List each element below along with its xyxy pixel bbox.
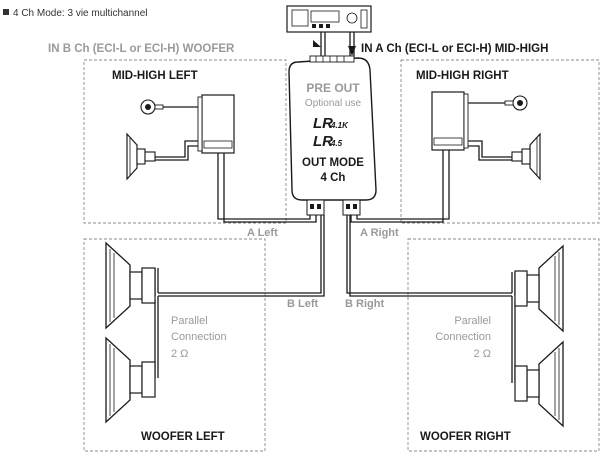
channels-label: 4 Ch: [321, 172, 346, 184]
diagram-title: 4 Ch Mode: 3 vie multichannel: [13, 8, 148, 19]
woofer-left-top-icon: [105, 241, 156, 330]
zone-boxes: [83, 59, 600, 452]
woofer-right-top-icon: [514, 244, 564, 333]
woofer-left-note-line3: 2 Ω: [171, 348, 188, 360]
woofer-left-note-line1: Parallel: [171, 315, 208, 327]
woofer-wires: [154, 215, 516, 383]
arrow-right-input: [348, 46, 356, 56]
output-a-left-label: A Left: [247, 227, 278, 239]
zone-mid-high-right: [400, 59, 600, 224]
zone-title-woofer-left: WOOFER LEFT: [141, 431, 225, 443]
zone-title-mid-high-right: MID-HIGH RIGHT: [416, 70, 509, 82]
mid-high-right-wires: [350, 102, 512, 223]
zone-woofer-left: [83, 238, 266, 452]
amplifier: PRE OUT Optional use LR 4.1K LR 4.5 OUT …: [288, 55, 377, 216]
zone-title-woofer-right: WOOFER RIGHT: [420, 431, 511, 443]
woofer-left-note-line2: Connection: [171, 331, 227, 343]
woofer-right-note-line2: Connection: [435, 331, 491, 343]
woofer-right-bottom-icon: [514, 340, 564, 428]
woofer-left-bottom-icon: [105, 336, 156, 424]
tweeter-left-icon: [140, 99, 164, 115]
midrange-left-icon: [126, 132, 156, 181]
bullet-square: [3, 9, 9, 15]
input-a-label: IN A Ch (ECI-L or ECI-H) MID-HIGH: [361, 43, 548, 55]
input-lines: [320, 32, 355, 57]
zone-mid-high-left: [83, 59, 287, 224]
optional-use-label: Optional use: [305, 98, 362, 109]
output-b-left-label: B Left: [287, 298, 319, 310]
lr-logo-2: LR: [313, 133, 333, 150]
out-mode-label: OUT MODE: [302, 157, 364, 169]
arrow-left-input: [313, 40, 321, 47]
output-b-right-label: B Right: [345, 298, 384, 310]
tweeter-right-icon: [504, 95, 528, 111]
pre-out-label: PRE OUT: [306, 81, 360, 95]
head-unit: [286, 5, 372, 33]
input-b-label: IN B Ch (ECI-L or ECI-H) WOOFER: [48, 43, 235, 55]
mid-high-left-wires: [155, 106, 317, 223]
model-2-label: 4.5: [330, 139, 343, 148]
crossover-left-icon: [197, 94, 235, 154]
lr-logo-1: LR: [313, 115, 333, 132]
output-a-right-label: A Right: [360, 227, 399, 239]
zone-title-mid-high-left: MID-HIGH LEFT: [112, 70, 198, 82]
woofer-right-note-line1: Parallel: [454, 315, 491, 327]
woofer-right-note-line3: 2 Ω: [474, 348, 491, 360]
model-1-label: 4.1K: [330, 121, 349, 130]
crossover-right-icon: [431, 91, 469, 151]
midrange-right-icon: [511, 132, 541, 181]
zone-woofer-right: [407, 238, 600, 452]
